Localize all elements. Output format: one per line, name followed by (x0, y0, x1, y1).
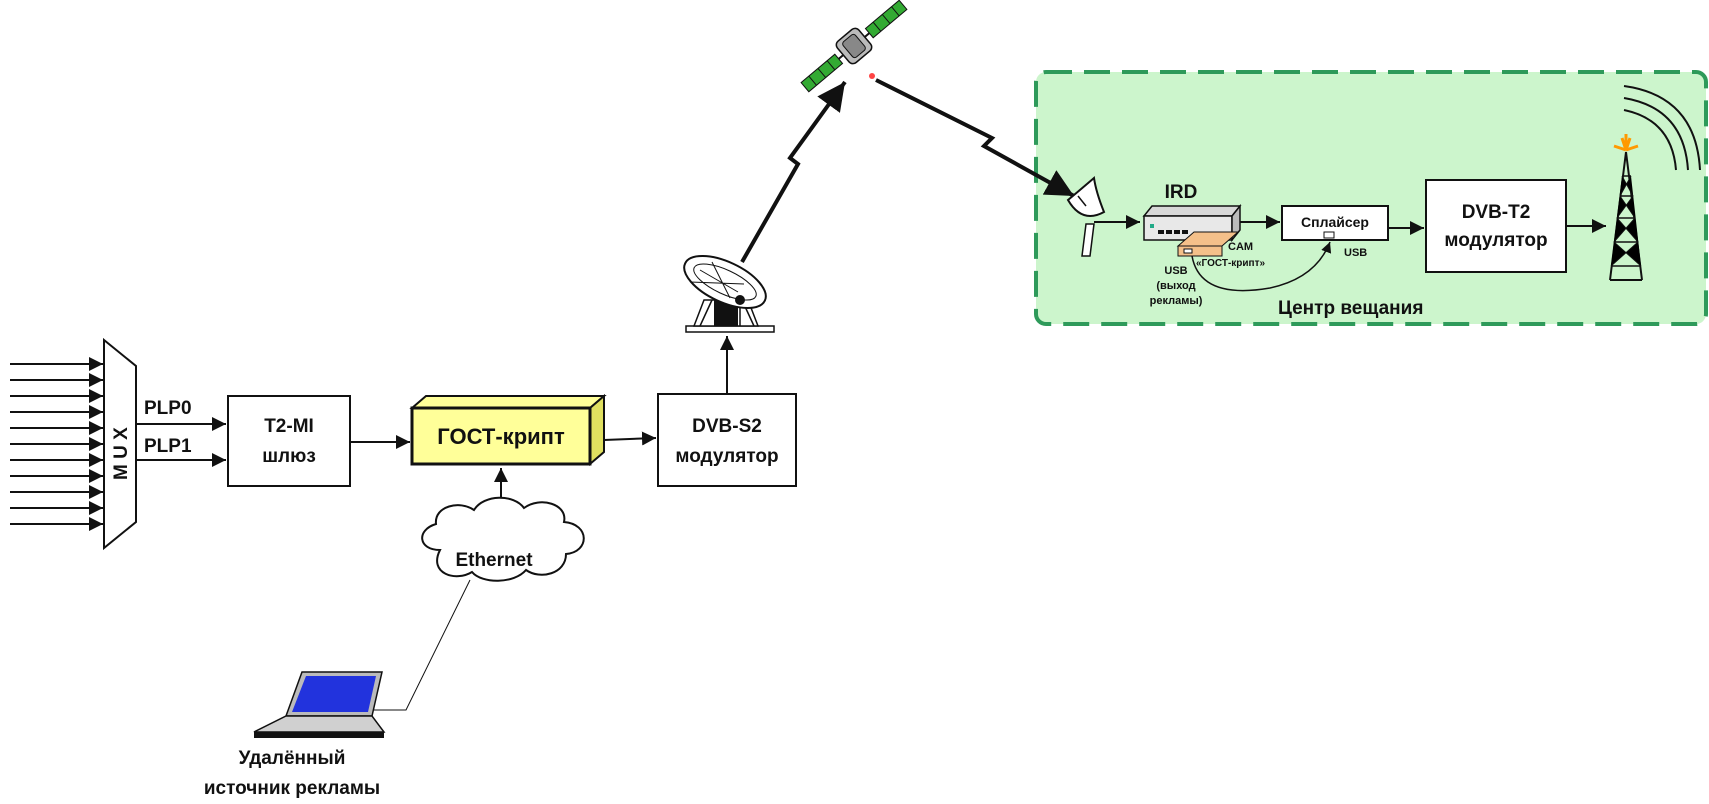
ird-label: IRD (1165, 182, 1198, 203)
plp1-label: PLP1 (144, 436, 192, 457)
dvbt2-modulator-box: DVB-T2 модулятор (1425, 179, 1567, 273)
cam-label: CAM (1228, 241, 1253, 253)
dvbt2-line1: DVB-T2 (1462, 202, 1531, 223)
gost-label: ГОСТ-крипт (437, 424, 565, 449)
uplink-signal (740, 80, 847, 263)
broadcast-center-region: Центр вещания (1034, 70, 1708, 326)
svg-text:(выход: (выход (1156, 280, 1195, 292)
plp0-label: PLP0 (144, 398, 192, 419)
t2mi-line2: шлюз (262, 446, 316, 467)
downlink-signal (875, 78, 1075, 198)
cam-sublabel: «ГОСТ-крипт» (1196, 258, 1265, 269)
usb-link-curve (1191, 241, 1332, 292)
usb-output-label: USB (выход рекламы) (1150, 265, 1203, 307)
tower-icon (1609, 134, 1643, 281)
splicer-usb-label: USB (1344, 247, 1367, 259)
dvbt2-line2: модулятор (1444, 230, 1547, 251)
t2mi-gateway-box: T2-MI шлюз (227, 395, 351, 487)
svg-text:источник рекламы: источник рекламы (204, 778, 380, 799)
cam-module: CAM «ГОСТ-крипт» (1176, 231, 1265, 269)
ethernet-cloud: Ethernet (421, 496, 585, 582)
broadcast-center-title: Центр вещания (1278, 298, 1423, 319)
svg-text:Удалённый: Удалённый (239, 748, 346, 769)
arrow-gost-to-dvbs2 (603, 431, 657, 446)
laptop-link (372, 579, 471, 711)
mux-label: M U X (111, 427, 132, 480)
mux-input-arrows (10, 357, 103, 531)
uplink-dish-icon (683, 255, 775, 333)
svg-text:USB: USB (1164, 265, 1187, 277)
radio-waves-icon (1623, 85, 1701, 171)
dvbs2-line1: DVB-S2 (692, 416, 762, 437)
satellite-icon (800, 0, 908, 93)
receive-antenna-icon (1066, 176, 1106, 257)
laptop-icon (253, 671, 386, 738)
ird-box: IRD (1142, 182, 1242, 243)
t2mi-line1: T2-MI (264, 416, 314, 437)
mux-block: M U X (103, 337, 137, 551)
splicer-box: Сплайсер USB (1281, 205, 1389, 259)
plp-connections: PLP0 PLP1 (136, 398, 226, 467)
gost-crypt-box: ГОСТ-крипт (409, 393, 607, 467)
svg-text:рекламы): рекламы) (1150, 295, 1203, 307)
remote-source-label: Удалённый источник рекламы (204, 748, 380, 799)
dvbs2-line2: модулятор (675, 446, 778, 467)
dvbs2-modulator-box: DVB-S2 модулятор (657, 393, 797, 487)
splicer-label: Сплайсер (1301, 214, 1369, 230)
ethernet-label: Ethernet (455, 550, 533, 571)
